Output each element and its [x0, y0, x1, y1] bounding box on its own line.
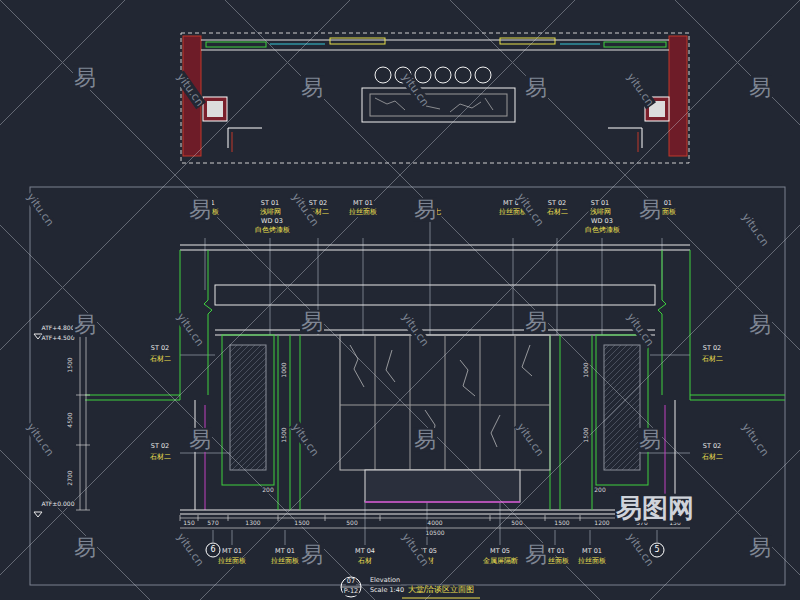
- watermark: 易: [638, 428, 662, 452]
- dimension: 1000: [583, 361, 590, 378]
- dimension: 1500: [281, 426, 288, 443]
- dimension: 500: [345, 520, 358, 527]
- material-code: MT 01: [274, 548, 296, 555]
- dimension: 1500: [293, 520, 310, 527]
- watermark: 易: [73, 536, 97, 560]
- watermark: yitu.cn: [399, 70, 431, 109]
- material-name: 拉丝面板: [348, 209, 378, 217]
- material-code: MT 01: [352, 200, 374, 207]
- title-block-text: 07: [346, 578, 356, 585]
- drawing-title: 大堂/洽谈区立面图: [407, 586, 476, 595]
- material-name: 石材二: [149, 454, 172, 462]
- watermark: 易: [300, 543, 324, 567]
- watermark: yitu.cn: [514, 420, 546, 459]
- material-name: 拉丝面板: [217, 558, 247, 566]
- watermark: 易: [524, 76, 548, 100]
- dimension: 1500: [553, 520, 570, 527]
- watermark: 易: [188, 198, 212, 222]
- material-name: 白色烤漆板: [254, 227, 291, 235]
- material-code: ST 01: [590, 200, 610, 207]
- dimension: 1500: [583, 426, 590, 443]
- material-code: ST 02: [702, 443, 722, 450]
- watermark: yitu.cn: [174, 70, 206, 109]
- dimension: 1500: [67, 356, 74, 373]
- material-name: 石材二: [546, 209, 569, 217]
- title-block-text: Scale 1:40: [369, 587, 405, 594]
- material-name: 白色烤漆板: [584, 227, 621, 235]
- material-code: MT 05: [489, 548, 511, 555]
- dimension: 2700: [67, 469, 74, 486]
- watermark: yitu.cn: [739, 420, 771, 459]
- watermark: 易: [413, 428, 437, 452]
- watermark: 易: [73, 313, 97, 337]
- material-name: 石材二: [149, 356, 172, 364]
- watermark: 易: [188, 428, 212, 452]
- dimension: 4500: [67, 411, 74, 428]
- axis-number: 5: [653, 546, 660, 555]
- level-mark: ATF±0.000: [41, 501, 76, 508]
- dimension: 1200: [593, 520, 610, 527]
- watermark: yitu.cn: [174, 530, 206, 569]
- material-code: MT 04: [354, 548, 376, 555]
- watermark: 易: [300, 76, 324, 100]
- watermark: yitu.cn: [174, 310, 206, 349]
- material-code: ST 02: [150, 443, 170, 450]
- watermark: yitu.cn: [399, 310, 431, 349]
- material-code: ST 02: [308, 200, 328, 207]
- material-code: ST 02: [702, 345, 722, 352]
- watermark: yitu.cn: [24, 420, 56, 459]
- material-code: WD 03: [260, 218, 284, 225]
- watermark: yitu.cn: [624, 310, 656, 349]
- dimension: 500: [510, 520, 523, 527]
- dimension: 1000: [281, 361, 288, 378]
- axis-number: 6: [209, 546, 216, 555]
- watermark: yitu.cn: [289, 420, 321, 459]
- watermark: yitu.cn: [24, 190, 56, 229]
- dimension: 200: [261, 487, 274, 494]
- material-code: ST 01: [260, 200, 280, 207]
- watermark-logo: 易图网: [615, 494, 695, 523]
- dimension: 150: [182, 520, 195, 527]
- title-block-text: Elevation: [369, 577, 401, 584]
- material-name: 拉丝面板: [270, 558, 300, 566]
- watermark: 易: [413, 198, 437, 222]
- watermark: yitu.cn: [624, 70, 656, 109]
- material-code: ST 02: [547, 200, 567, 207]
- material-code: MT 01: [221, 548, 243, 555]
- dimension: 10500: [424, 530, 445, 537]
- dimension: 200: [593, 487, 606, 494]
- material-code: MT 01: [581, 548, 603, 555]
- watermark: 易: [524, 543, 548, 567]
- material-code: WD 03: [590, 218, 614, 225]
- watermark: 易: [748, 536, 772, 560]
- watermark: yitu.cn: [624, 530, 656, 569]
- watermark: 易: [73, 66, 97, 90]
- title-block-text: P-12: [343, 588, 359, 595]
- material-name: 金属屏隔断: [482, 558, 519, 566]
- material-name: 浅啡网: [259, 209, 282, 217]
- watermark: 易: [748, 313, 772, 337]
- material-code: ST 02: [150, 345, 170, 352]
- watermark: 易: [300, 310, 324, 334]
- watermark: yitu.cn: [739, 210, 771, 249]
- material-name: 石材二: [701, 356, 724, 364]
- level-mark: ATF+4.500: [41, 335, 76, 342]
- watermark: 易: [748, 76, 772, 100]
- dimension: 4000: [426, 520, 443, 527]
- level-mark: ATF+4.800: [41, 325, 76, 332]
- dimension: 570: [206, 520, 219, 527]
- material-name: 石材: [357, 558, 373, 566]
- watermark: 易: [524, 310, 548, 334]
- dimension: 1300: [244, 520, 261, 527]
- watermark: 易: [638, 198, 662, 222]
- material-name: 拉丝面板: [577, 558, 607, 566]
- material-name: 浅啡网: [589, 209, 612, 217]
- material-name: 石材二: [701, 454, 724, 462]
